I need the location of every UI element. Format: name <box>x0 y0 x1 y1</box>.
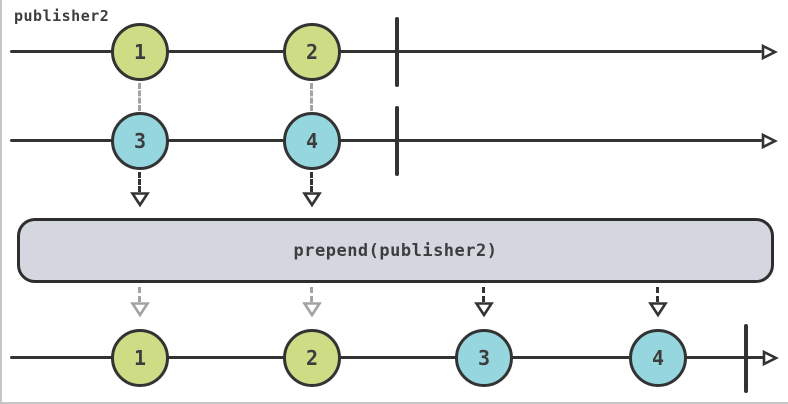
output-arrow-line-1 <box>138 287 141 302</box>
marble-output-4: 4 <box>629 329 687 387</box>
marble-value: 1 <box>133 346 147 370</box>
marble-output-2: 2 <box>283 329 341 387</box>
operator-label: prepend(publisher2) <box>293 240 498 261</box>
output-arrow-icon-2 <box>302 302 322 318</box>
marble-value: 4 <box>651 346 665 370</box>
timeline-publisher2-complete-bar <box>395 17 399 87</box>
emit-arrow-icon-4 <box>302 192 322 208</box>
timeline-upstream-line <box>10 139 762 142</box>
timeline-output-complete-bar <box>744 324 748 393</box>
output-arrow-icon-4 <box>648 302 668 318</box>
timeline-output-arrowhead-icon <box>762 349 779 367</box>
output-arrow-line-3 <box>482 287 485 302</box>
dashed-connector-2-4 <box>310 83 313 111</box>
output-arrow-line-4 <box>656 287 659 302</box>
marble-value: 1 <box>133 40 147 64</box>
timeline-upstream-arrowhead-icon <box>761 132 778 150</box>
marble-upstream-4: 4 <box>283 112 341 170</box>
emit-arrow-line-3 <box>138 172 141 192</box>
output-arrow-icon-3 <box>474 302 494 318</box>
timeline-publisher2-arrowhead-icon <box>761 43 778 61</box>
timeline-output-line <box>10 356 764 359</box>
timeline-publisher2-line <box>10 50 762 53</box>
marble-output-3: 3 <box>455 329 513 387</box>
marble-value: 3 <box>477 346 491 370</box>
output-arrow-icon-1 <box>130 302 150 318</box>
emit-arrow-icon-3 <box>130 192 150 208</box>
dashed-connector-1-3 <box>138 83 141 111</box>
source-label: publisher2 <box>14 7 110 25</box>
marble-publisher2-1: 1 <box>111 23 169 81</box>
marble-value: 2 <box>305 346 319 370</box>
output-arrow-line-2 <box>310 287 313 302</box>
marble-upstream-3: 3 <box>111 112 169 170</box>
emit-arrow-line-4 <box>310 172 313 192</box>
operator-box: prepend(publisher2) <box>17 218 774 283</box>
timeline-upstream-complete-bar <box>395 106 399 176</box>
marble-value: 3 <box>133 129 147 153</box>
marble-output-1: 1 <box>111 329 169 387</box>
marble-value: 4 <box>305 129 319 153</box>
marble-publisher2-2: 2 <box>283 23 341 81</box>
marble-value: 2 <box>305 40 319 64</box>
